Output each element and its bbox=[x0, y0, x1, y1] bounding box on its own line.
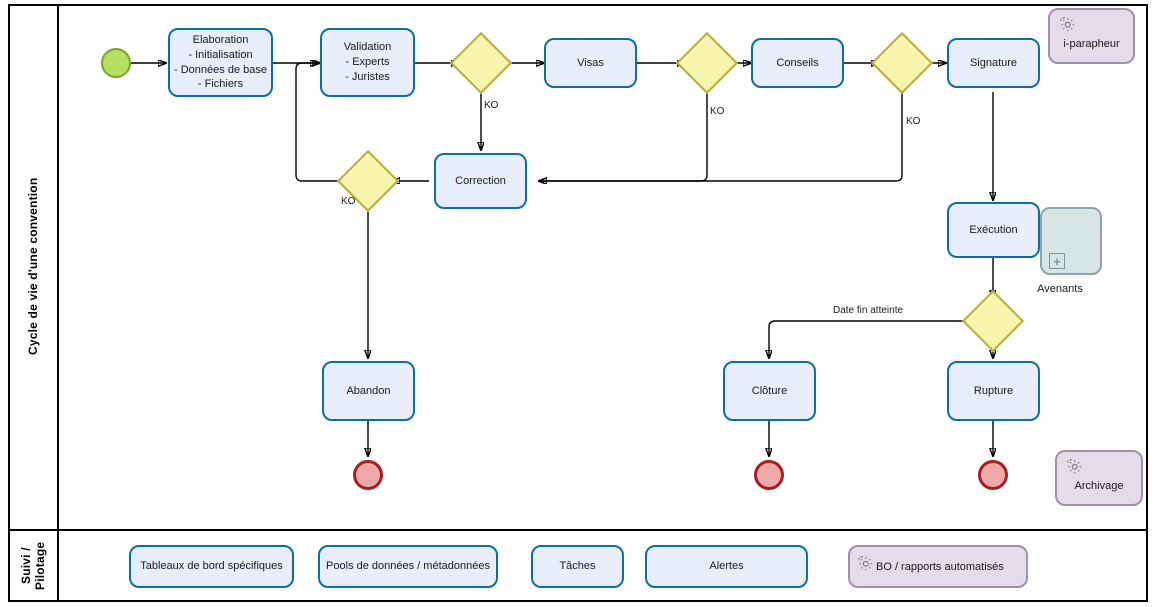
monitoring-item-taches[interactable]: Tâches bbox=[531, 545, 624, 588]
end-event-abandon[interactable] bbox=[353, 460, 383, 490]
monitoring-item-alertes[interactable]: Alertes bbox=[645, 545, 808, 588]
pool-frame bbox=[8, 4, 1148, 602]
task-validation-label: Validation - Experts - Juristes bbox=[343, 41, 392, 83]
task-correction[interactable]: Correction bbox=[434, 153, 527, 209]
task-visas[interactable]: Visas bbox=[544, 38, 637, 88]
monitoring-item-taches-label: Tâches bbox=[559, 560, 596, 573]
monitoring-item-datapools[interactable]: Pools de données / métadonnées bbox=[318, 545, 498, 588]
flow-label-ko-validation: KO bbox=[484, 100, 499, 111]
task-validation[interactable]: Validation - Experts - Juristes bbox=[320, 28, 415, 97]
monitoring-item-datapools-label: Pools de données / métadonnées bbox=[326, 560, 490, 573]
task-correction-label: Correction bbox=[455, 174, 506, 187]
system-box-archivage[interactable]: Archivage bbox=[1055, 450, 1143, 506]
monitoring-item-dashboards-label: Tableaux de bord spécifiques bbox=[140, 560, 283, 573]
monitoring-item-dashboards[interactable]: Tableaux de bord spécifiques bbox=[129, 545, 294, 588]
end-event-cloture[interactable] bbox=[754, 460, 784, 490]
task-execution[interactable]: Exécution bbox=[947, 202, 1040, 258]
gear-icon bbox=[856, 554, 874, 572]
task-abandon-label: Abandon bbox=[346, 384, 391, 397]
task-cloture[interactable]: Clôture bbox=[723, 361, 816, 421]
monitoring-item-bo-label: BO / rapports automatisés bbox=[876, 560, 1004, 573]
system-box-iparapheur[interactable]: i-parapheur bbox=[1048, 8, 1135, 64]
subprocess-avenants[interactable]: + bbox=[1040, 207, 1102, 275]
task-abandon[interactable]: Abandon bbox=[322, 361, 415, 421]
task-rupture[interactable]: Rupture bbox=[947, 361, 1040, 421]
task-elaboration-label: Elaboration - Initialisation - Données d… bbox=[174, 33, 267, 91]
flow-label-date-fin-atteinte: Date fin atteinte bbox=[833, 305, 904, 316]
lane-header-separator-top bbox=[57, 4, 59, 529]
subprocess-avenants-caption: Avenants bbox=[1037, 283, 1083, 295]
lane-header-separator-bottom bbox=[57, 531, 59, 602]
lane-divider bbox=[8, 529, 1148, 531]
task-cloture-label: Clôture bbox=[751, 384, 788, 397]
task-conseils-label: Conseils bbox=[776, 56, 819, 69]
task-rupture-label: Rupture bbox=[973, 384, 1014, 397]
task-visas-label: Visas bbox=[577, 56, 604, 69]
end-event-rupture[interactable] bbox=[978, 460, 1008, 490]
flow-label-ko-correction: KO bbox=[341, 196, 356, 207]
gear-icon bbox=[1058, 15, 1076, 33]
task-conseils[interactable]: Conseils bbox=[751, 38, 844, 88]
flow-label-ko-conseils: KO bbox=[906, 116, 921, 127]
monitoring-item-bo[interactable]: BO / rapports automatisés bbox=[848, 545, 1028, 588]
task-execution-label: Exécution bbox=[969, 223, 1018, 236]
flow-label-ko-visas: KO bbox=[710, 106, 725, 117]
system-box-archivage-label: Archivage bbox=[1074, 480, 1124, 492]
task-elaboration[interactable]: Elaboration - Initialisation - Données d… bbox=[168, 28, 273, 97]
plus-marker-icon: + bbox=[1049, 253, 1065, 269]
gear-icon bbox=[1065, 457, 1083, 475]
monitoring-item-alertes-label: Alertes bbox=[709, 560, 744, 573]
start-event[interactable] bbox=[101, 48, 131, 78]
task-signature[interactable]: Signature bbox=[947, 38, 1040, 88]
task-signature-label: Signature bbox=[969, 56, 1018, 69]
system-box-iparapheur-label: i-parapheur bbox=[1063, 38, 1120, 50]
